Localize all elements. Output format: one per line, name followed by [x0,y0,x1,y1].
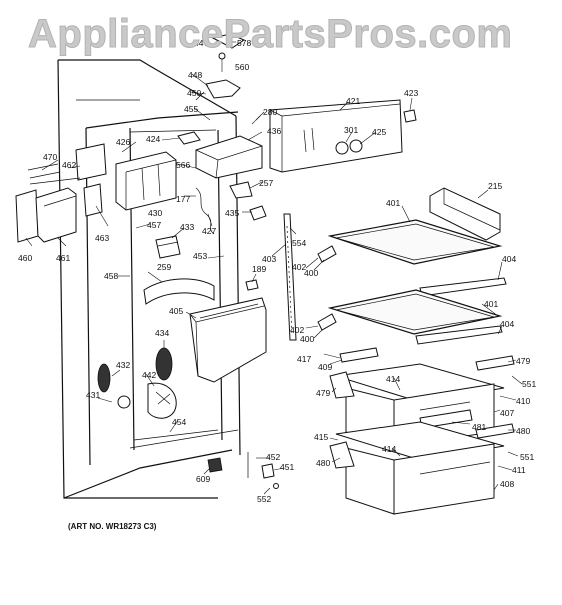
callout-402b: 402 [290,325,304,335]
evaporator-cover [115,151,177,211]
callout-301: 301 [344,125,358,135]
callout-414a: 414 [386,374,400,384]
callout-566: 566 [176,160,190,170]
callout-462: 462 [62,160,76,170]
callout-451: 451 [280,462,294,472]
callout-552: 552 [257,494,271,504]
callout-432: 432 [116,360,130,370]
callout-424: 424 [146,134,160,144]
callout-404b: 404 [500,319,514,329]
callout-177: 177 [176,194,190,204]
shelves [317,187,507,345]
callout-401b: 401 [484,299,498,309]
control-housing [195,135,267,235]
callout-400b: 400 [300,334,314,344]
callout-415: 415 [314,432,328,442]
callout-458: 458 [104,271,118,281]
callout-453: 453 [193,251,207,261]
callout-460: 460 [18,253,32,263]
shelf-track [283,213,297,341]
callout-404a: 404 [502,254,516,264]
callout-431: 431 [86,390,100,400]
left-parts [15,143,107,243]
callout-609: 609 [196,474,210,484]
callout-480a: 480 [316,458,330,468]
callout-417: 417 [297,354,311,364]
callout-560: 560 [235,62,249,72]
callout-425: 425 [372,127,386,137]
callout-433: 433 [180,222,194,232]
callout-414b: 414 [382,444,396,454]
mid-parts [143,235,259,305]
callout-257: 257 [259,178,273,188]
bottom-small-parts [207,452,279,489]
callout-410: 410 [516,396,530,406]
callout-578: 578 [237,38,251,48]
callout-461: 461 [56,253,70,263]
callout-421: 421 [346,96,360,106]
control-panel [269,99,417,173]
callout-442: 442 [142,370,156,380]
leader-lines [25,41,523,495]
callout-407: 407 [500,408,514,418]
cabinet-liner [57,59,241,499]
callout-426: 426 [116,137,130,147]
callout-430: 430 [148,208,162,218]
callout-435: 435 [225,208,239,218]
callout-401a: 401 [386,198,400,208]
callout-400a: 400 [304,268,318,278]
callout-189: 189 [252,264,266,274]
callout-436: 436 [267,126,281,136]
callout-427: 427 [202,226,216,236]
callout-463: 463 [95,233,109,243]
callout-280: 280 [263,107,277,117]
callout-479b: 479 [516,356,530,366]
callout-470: 470 [43,152,57,162]
callout-454: 454 [172,417,186,427]
air-duct [189,297,267,383]
callout-481: 481 [472,422,486,432]
callout-423: 423 [404,88,418,98]
callout-448: 448 [188,70,202,80]
fan-parts [97,347,177,419]
callout-457: 457 [147,220,161,230]
top-parts [177,33,261,145]
callout-434: 434 [155,328,169,338]
callout-479a: 479 [316,388,330,398]
watermark: AppliancePartsPros.com [28,12,513,57]
callout-551a: 551 [522,379,536,389]
art-number-caption: (ART NO. WR18273 C3) [68,522,157,531]
callout-402a: 402 [292,262,306,272]
crisper-drawers [329,347,515,515]
callout-551b: 551 [520,452,534,462]
callout-450: 450 [187,88,201,98]
callout-447: 447 [194,38,208,48]
callout-408: 408 [500,479,514,489]
callout-554: 554 [292,238,306,248]
callout-labels: 578 560 448 450 455 280 436 421 423 301 … [18,38,536,504]
callout-403: 403 [262,254,276,264]
callout-215: 215 [488,181,502,191]
callout-452: 452 [266,452,280,462]
callout-480b: 480 [516,426,530,436]
callout-455: 455 [184,104,198,114]
callout-409: 409 [318,362,332,372]
callout-259: 259 [157,262,171,272]
callout-411: 411 [512,465,526,475]
callout-405: 405 [169,306,183,316]
